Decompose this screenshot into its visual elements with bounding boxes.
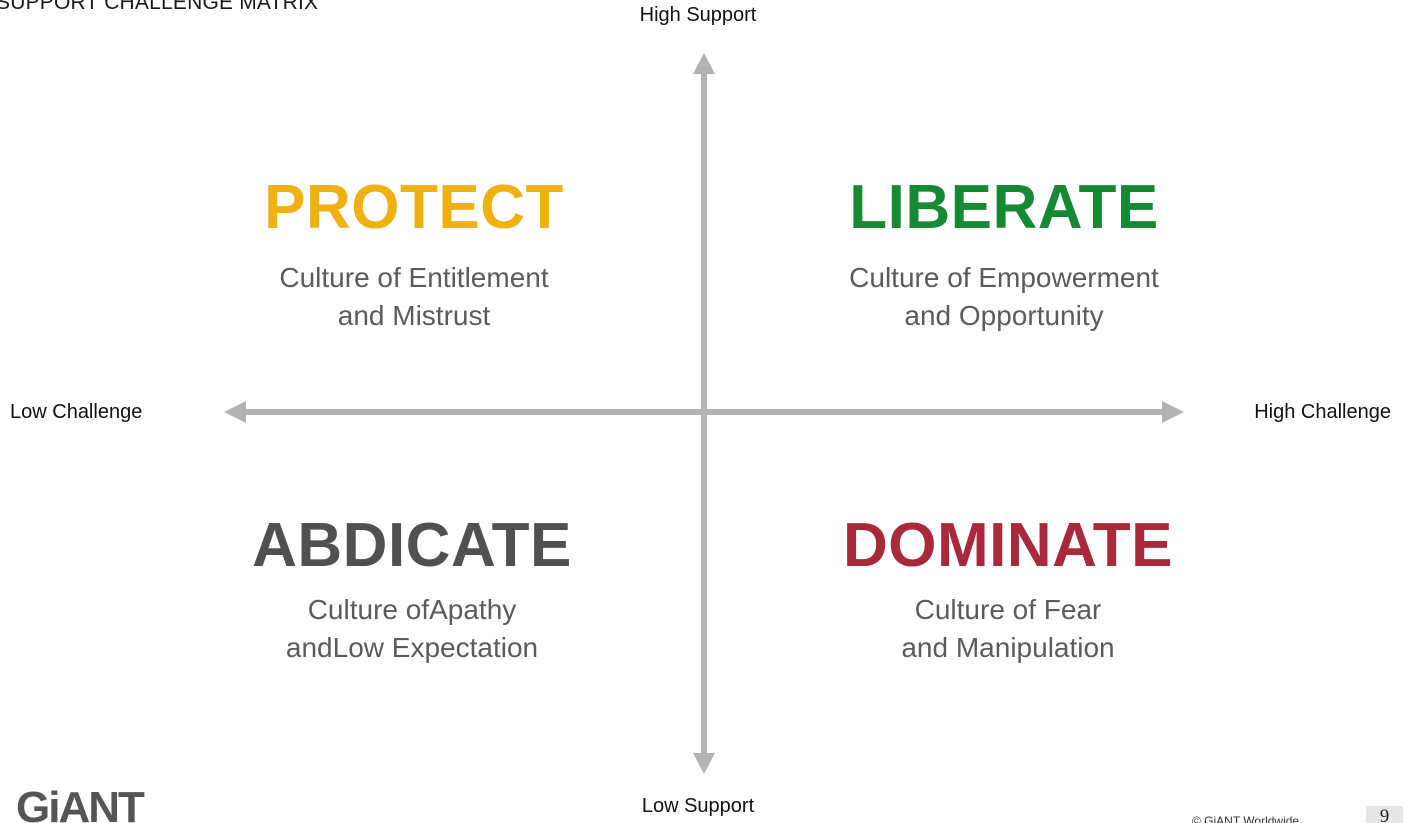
description-line: and Manipulation <box>901 632 1115 663</box>
quadrant-abdicate: ABDICATE Culture ofApathy andLow Expecta… <box>212 515 612 667</box>
arrow-up-icon <box>693 53 715 74</box>
matrix-title: SUPPORT CHALLENGE MATRIX <box>0 0 319 14</box>
axis-label-low-challenge: Low Challenge <box>10 401 143 423</box>
description-line: and Opportunity <box>904 300 1104 331</box>
quadrant-title: PROTECT <box>264 173 564 242</box>
copyright-text: © GiANT Worldwide <box>1192 814 1300 823</box>
description-line: Culture ofApathy <box>307 594 517 625</box>
quadrant-protect: PROTECT Culture of Entitlement and Mistr… <box>214 177 614 335</box>
quadrant-title: ABDICATE <box>252 511 572 580</box>
description-line: Culture of Entitlement <box>279 262 549 293</box>
description-line: Culture of Empowerment <box>849 262 1159 293</box>
page-number: 9 <box>1366 806 1403 823</box>
axis-label-high-support: High Support <box>639 4 757 26</box>
quadrant-title: LIBERATE <box>849 173 1159 242</box>
arrow-left-icon <box>224 401 246 423</box>
quadrant-description: Culture of Empowerment and Opportunity <box>804 259 1204 335</box>
quadrant-description: Culture of Fear and Manipulation <box>808 591 1208 667</box>
giant-logo: GiANT <box>16 783 145 823</box>
description-line: and Mistrust <box>337 300 491 331</box>
arrow-right-icon <box>1162 401 1184 423</box>
arrow-down-icon <box>693 753 715 774</box>
description-line: Culture of Fear <box>914 594 1102 625</box>
quadrant-description: Culture of Entitlement and Mistrust <box>214 259 614 335</box>
quadrant-title: DOMINATE <box>842 511 1174 580</box>
axis-label-high-challenge: High Challenge <box>1254 401 1391 423</box>
quadrant-liberate: LIBERATE Culture of Empowerment and Oppo… <box>804 177 1204 335</box>
axis-label-low-support: Low Support <box>641 795 755 817</box>
description-line: andLow Expectation <box>285 632 539 663</box>
quadrant-dominate: DOMINATE Culture of Fear and Manipulatio… <box>808 515 1208 667</box>
quadrant-description: Culture ofApathy andLow Expectation <box>212 591 612 667</box>
